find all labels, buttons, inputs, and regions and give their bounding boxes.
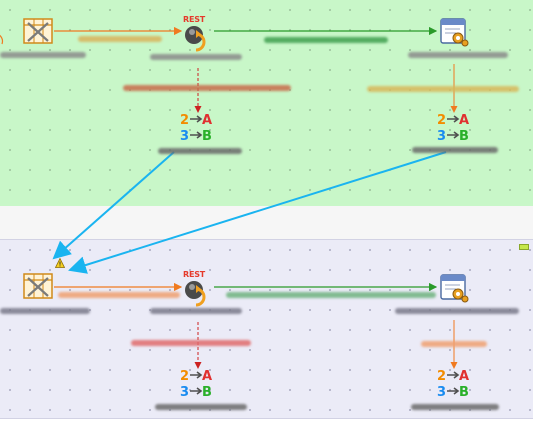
dataset-grid-icon[interactable] [22,270,54,302]
zone-separator [0,206,533,239]
map-number-1: 2 [437,369,446,384]
map-letter-1: A [202,113,212,128]
obscured-label [264,37,388,43]
output-settings-icon[interactable] [438,272,470,304]
obscured-label [58,292,180,298]
obscured-label [158,148,242,154]
output-settings-icon[interactable] [438,16,470,48]
value-mapping-icon[interactable]: 2 A 3 B [178,110,218,144]
warning-icon[interactable] [55,258,65,268]
map-letter-1: A [459,113,469,128]
obscured-label [78,36,162,42]
map-letter-1: A [202,369,212,384]
zone-resize-handle[interactable] [519,244,529,250]
map-number-1: 2 [180,369,189,384]
obscured-label [131,340,251,346]
rest-label: REST [183,270,206,279]
value-mapping-icon[interactable]: 2 A 3 B [178,366,218,400]
obscured-label [395,308,519,314]
map-letter-2: B [459,129,469,144]
value-mapping-icon[interactable]: 2 A 3 B [435,110,475,144]
map-number-1: 2 [180,113,189,128]
obscured-label [150,54,242,60]
obscured-label [408,52,508,58]
obscured-label [367,86,519,92]
map-number-2: 3 [180,385,189,400]
map-letter-1: A [459,369,469,384]
map-number-2: 3 [180,129,189,144]
obscured-label [150,308,242,314]
map-letter-2: B [202,129,212,144]
right-margin [533,0,551,432]
map-number-2: 3 [437,385,446,400]
value-mapping-icon[interactable]: 2 A 3 B [435,366,475,400]
obscured-label [226,292,436,298]
rest-label: REST [183,15,206,24]
map-letter-2: B [459,385,469,400]
map-letter-2: B [202,385,212,400]
obscured-label [155,404,247,410]
rest-service-icon[interactable] [182,22,214,54]
obscured-label [0,52,86,58]
dataset-grid-icon[interactable] [22,15,54,47]
obscured-label [0,308,90,314]
obscured-label [421,341,487,347]
obscured-label [411,404,499,410]
map-number-1: 2 [437,113,446,128]
rest-service-icon[interactable] [182,277,214,309]
map-number-2: 3 [437,129,446,144]
obscured-label [123,85,291,91]
obscured-label [412,147,498,153]
